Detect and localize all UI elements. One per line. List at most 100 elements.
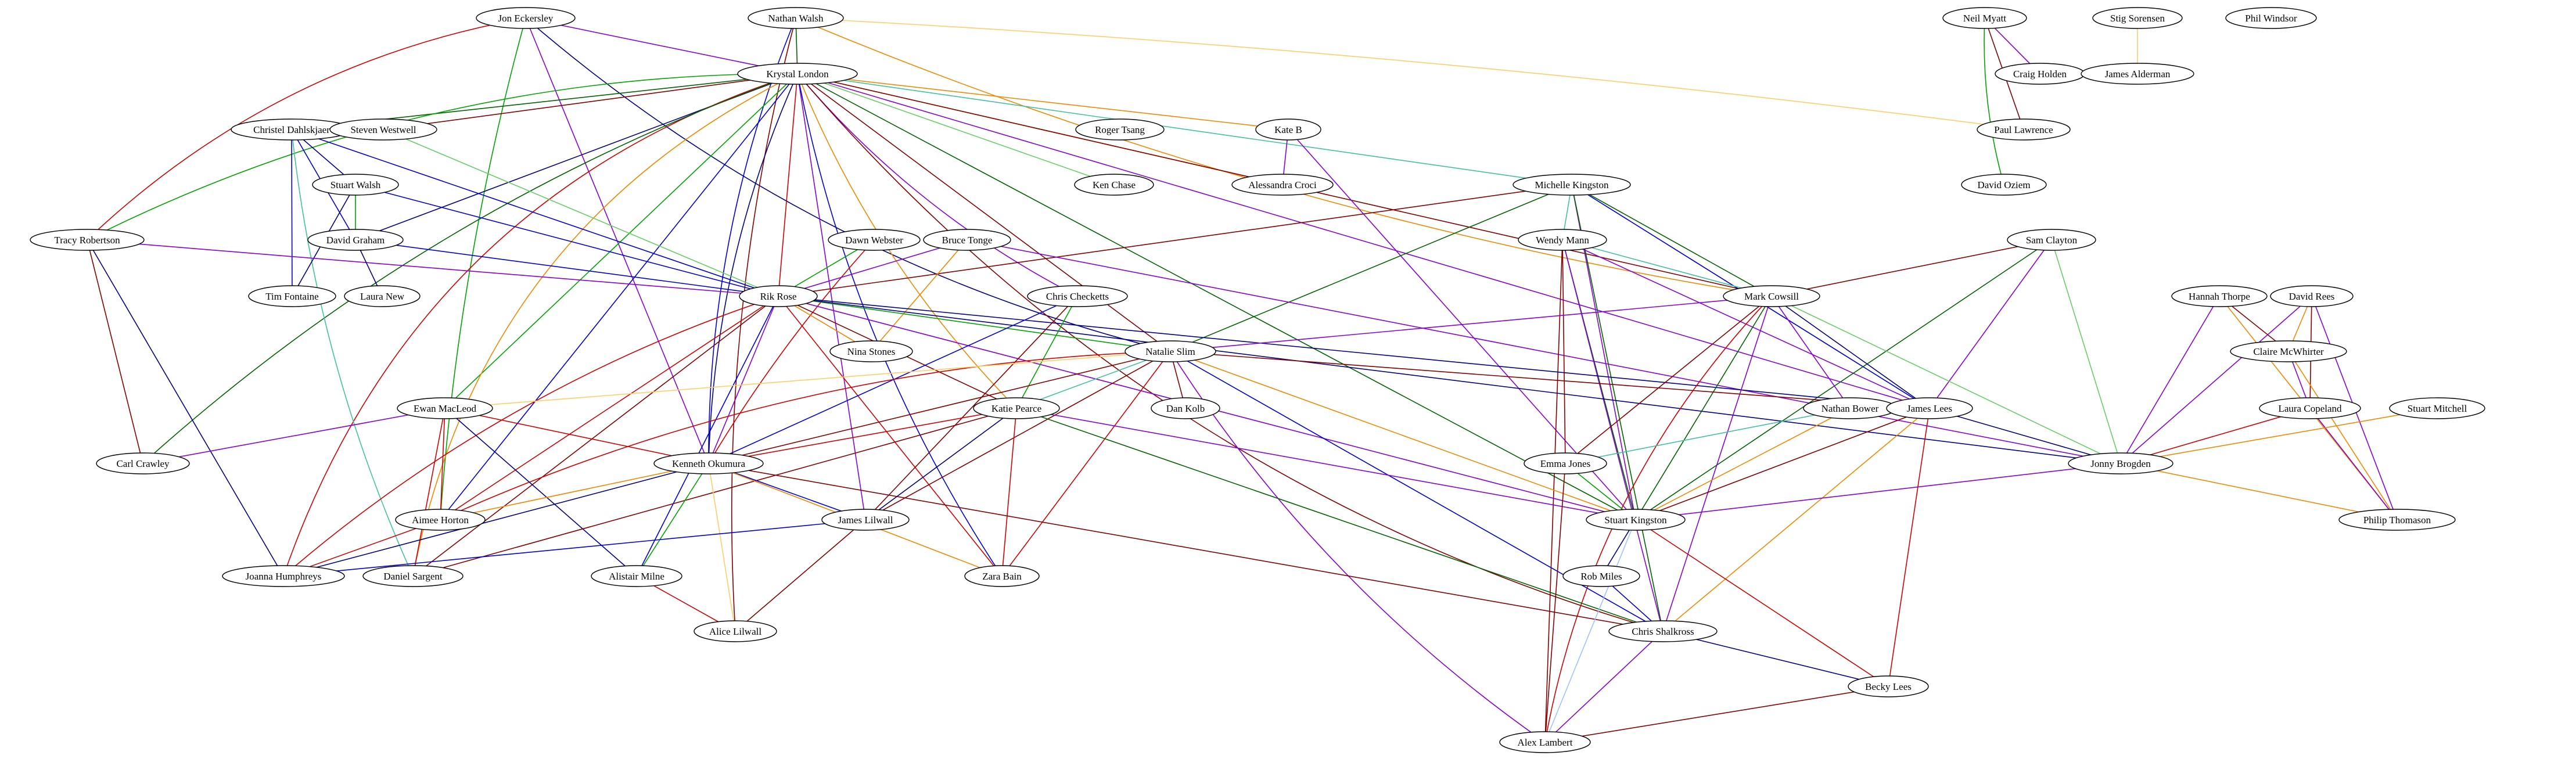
node-45[interactable]: Aimee Horton <box>395 509 486 531</box>
edge-77 <box>778 296 1171 352</box>
node-label: Tim Fontaine <box>265 291 318 302</box>
node-54[interactable]: Alice Lilwall <box>694 620 777 642</box>
node-label: Philip Thomason <box>2363 515 2431 526</box>
node-label: Ken Chase <box>1093 179 1136 190</box>
node-6[interactable]: Craig Holden <box>1995 63 2085 85</box>
node-label: Tracy Robertson <box>54 235 120 246</box>
node-label: Daniel Sargent <box>383 571 442 582</box>
node-26[interactable]: Rik Rose <box>739 285 818 307</box>
node-40[interactable]: Stuart Mitchell <box>2389 397 2485 419</box>
edge-24 <box>797 73 1171 352</box>
node-ellipse <box>1151 397 1220 419</box>
node-5[interactable]: Krystal London <box>737 63 858 85</box>
node-42[interactable]: Kenneth Okumura <box>653 452 764 474</box>
edge-28 <box>708 73 798 464</box>
node-36[interactable]: Dan Kolb <box>1151 397 1220 419</box>
node-label: Claire McWhirter <box>2253 346 2324 357</box>
node-label: Bruce Tonge <box>942 235 993 246</box>
edge-2 <box>87 17 526 240</box>
node-23[interactable]: Sam Clayton <box>2007 229 2096 251</box>
node-ellipse <box>1977 118 2071 141</box>
node-4[interactable]: Phil Windsor <box>2225 7 2317 29</box>
edge-93 <box>1771 296 1930 409</box>
node-52[interactable]: Zara Bain <box>964 565 1040 587</box>
node-33[interactable]: Claire McWhirter <box>2230 340 2347 362</box>
node-50[interactable]: Daniel Sargent <box>362 565 464 587</box>
node-25[interactable]: Laura New <box>344 285 421 307</box>
node-ellipse <box>2068 452 2173 474</box>
node-10[interactable]: Roger Tsang <box>1075 118 1165 141</box>
node-55[interactable]: Chris Shalkross <box>1608 620 1718 642</box>
edge-70 <box>1562 239 1664 632</box>
edge-110 <box>440 351 1171 520</box>
node-ellipse <box>2007 229 2096 251</box>
node-label: David Graham <box>326 235 385 246</box>
node-46[interactable]: James Lilwall <box>821 509 910 531</box>
node-22[interactable]: Wendy Mann <box>1518 229 1607 251</box>
node-7[interactable]: James Alderman <box>2081 63 2194 85</box>
node-57[interactable]: Alex Lambert <box>1499 731 1591 753</box>
node-8[interactable]: Christel Dahlskjaer <box>231 118 353 141</box>
node-20[interactable]: Dawn Webster <box>828 229 921 251</box>
edge-74 <box>2051 239 2121 464</box>
node-0[interactable]: Jon Eckersley <box>476 7 576 29</box>
edge-7 <box>731 17 796 632</box>
edge-18 <box>797 73 1572 185</box>
node-28[interactable]: Mark Cowsill <box>1723 285 1820 307</box>
edge-145 <box>708 463 736 632</box>
node-44[interactable]: Jonny Brogden <box>2068 452 2173 474</box>
node-13[interactable]: Stuart Walsh <box>312 174 399 196</box>
node-2[interactable]: Neil Myatt <box>1942 7 2027 29</box>
edge-50 <box>778 184 1572 297</box>
edge-152 <box>735 519 866 632</box>
node-3[interactable]: Stig Sorensen <box>2092 7 2183 29</box>
node-11[interactable]: Kate B <box>1255 118 1321 141</box>
node-41[interactable]: Carl Crawley <box>96 452 190 474</box>
node-ellipse <box>739 285 818 307</box>
node-17[interactable]: David Oziem <box>1961 174 2047 196</box>
edge-133 <box>1635 408 1930 520</box>
node-51[interactable]: Alistair Milne <box>591 565 682 587</box>
node-32[interactable]: Natalie Slim <box>1124 340 1216 362</box>
node-ellipse <box>1512 174 1631 196</box>
node-label: Wendy Mann <box>1536 235 1589 246</box>
node-34[interactable]: Ewan MacLeod <box>397 397 493 419</box>
node-49[interactable]: Joanna Humphreys <box>222 565 345 587</box>
node-48[interactable]: Philip Thomason <box>2338 509 2456 531</box>
edge-135 <box>1662 408 1930 632</box>
node-53[interactable]: Rob Miles <box>1562 565 1640 587</box>
node-38[interactable]: James Lees <box>1886 397 1973 419</box>
edge-86 <box>636 296 779 577</box>
node-21[interactable]: Bruce Tonge <box>923 229 1011 251</box>
node-18[interactable]: Tracy Robertson <box>30 229 145 251</box>
node-47[interactable]: Stuart Kingston <box>1586 509 1686 531</box>
node-24[interactable]: Tim Fontaine <box>248 285 336 307</box>
edge-131 <box>1565 408 1851 464</box>
node-label: Dan Kolb <box>1166 403 1205 414</box>
node-29[interactable]: Hannah Thorpe <box>2171 285 2268 307</box>
node-31[interactable]: Nina Stones <box>829 340 913 362</box>
node-37[interactable]: Nathan Bower <box>1803 397 1897 419</box>
node-label: Jon Eckersley <box>498 13 554 24</box>
node-56[interactable]: Becky Lees <box>1848 675 1929 697</box>
node-43[interactable]: Emma Jones <box>1524 452 1607 474</box>
node-ellipse <box>748 7 844 29</box>
node-19[interactable]: David Graham <box>307 229 404 251</box>
node-39[interactable]: Laura Copeland <box>2259 397 2361 419</box>
node-12[interactable]: Paul Lawrence <box>1977 118 2071 141</box>
node-15[interactable]: Alessandra Croci <box>1231 174 1334 196</box>
node-label: Joanna Humphreys <box>246 571 322 582</box>
edge-84 <box>283 296 779 577</box>
node-1[interactable]: Nathan Walsh <box>748 7 844 29</box>
node-16[interactable]: Michelle Kingston <box>1512 174 1631 196</box>
node-30[interactable]: David Rees <box>2270 285 2354 307</box>
edge-100 <box>2120 296 2220 464</box>
node-27[interactable]: Chris Checketts <box>1027 285 1128 307</box>
edge-90 <box>865 296 1078 520</box>
node-ellipse <box>653 452 764 474</box>
node-9[interactable]: Steven Westwell <box>329 118 437 141</box>
edge-30 <box>797 73 866 520</box>
node-label: Katie Pearce <box>991 403 1041 414</box>
node-35[interactable]: Katie Pearce <box>973 397 1060 419</box>
node-14[interactable]: Ken Chase <box>1074 174 1154 196</box>
